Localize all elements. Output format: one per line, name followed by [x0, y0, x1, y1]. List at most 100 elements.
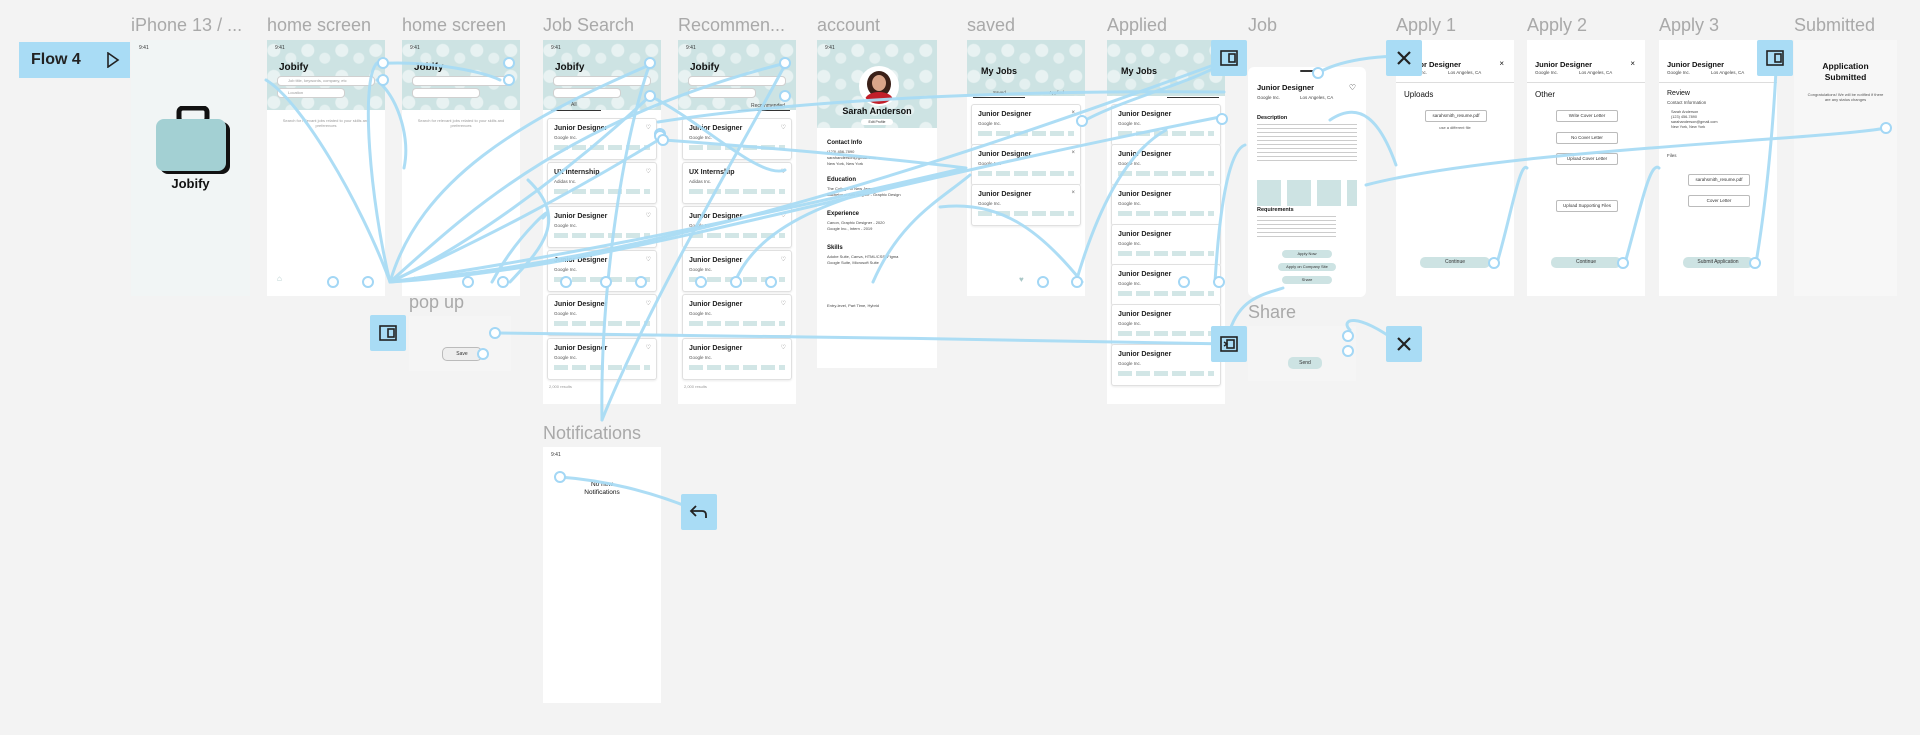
frame-submitted: Application Submitted Congratulations! W… [1794, 40, 1897, 296]
link-node[interactable] [1342, 330, 1354, 342]
link-node[interactable] [600, 276, 612, 288]
resume-file-button[interactable]: sarahsmith_resume.pdf [1688, 174, 1750, 186]
upload-cover-letter-button[interactable]: Upload Cover Letter [1556, 153, 1618, 165]
home2-search-input[interactable] [412, 76, 510, 86]
tab-recommended[interactable]: Recommended [751, 103, 785, 109]
link-node[interactable] [1312, 67, 1324, 79]
home-icon[interactable]: ⌂ [412, 274, 417, 283]
link-node[interactable] [779, 57, 791, 69]
link-node[interactable] [695, 276, 707, 288]
home-icon[interactable]: ⌂ [277, 274, 282, 283]
submit-application-button[interactable]: Submit Application [1683, 257, 1753, 268]
edit-profile-button[interactable]: Edit Profile [861, 119, 893, 125]
link-node[interactable] [1216, 113, 1228, 125]
popup-save-button[interactable]: Save [442, 347, 482, 361]
link-node[interactable] [377, 74, 389, 86]
link-node[interactable] [1076, 115, 1088, 127]
link-node[interactable] [644, 57, 656, 69]
link-node[interactable] [644, 90, 656, 102]
heart-nav-icon[interactable]: ♥ [1019, 275, 1024, 284]
search-location-input[interactable] [553, 88, 621, 98]
share-button[interactable]: Share [1282, 276, 1332, 284]
close-overlay-icon[interactable] [1386, 40, 1422, 76]
status-time: 9:41 [686, 45, 696, 51]
swap-overlay-icon[interactable] [1211, 326, 1247, 362]
link-node[interactable] [477, 348, 489, 360]
link-node[interactable] [779, 90, 791, 102]
cover-letter-button[interactable]: Cover Letter [1688, 195, 1750, 207]
continue-button[interactable]: Continue [1420, 257, 1490, 268]
link-node[interactable] [327, 276, 339, 288]
link-node[interactable] [730, 276, 742, 288]
home1-search-input[interactable]: Job title, keywords, company, etc [277, 76, 375, 86]
link-node[interactable] [1617, 257, 1629, 269]
link-node[interactable] [1749, 257, 1761, 269]
tab-saved[interactable]: Saved [993, 90, 1006, 95]
link-node[interactable] [635, 276, 647, 288]
link-node[interactable] [497, 276, 509, 288]
link-node[interactable] [657, 134, 669, 146]
apply-now-button[interactable]: Apply Now [1282, 250, 1332, 258]
open-overlay-icon[interactable] [370, 315, 406, 351]
write-cover-letter-button[interactable]: Write Cover Letter [1556, 110, 1618, 122]
link-node[interactable] [1342, 345, 1354, 357]
link-node[interactable] [489, 327, 501, 339]
link-node[interactable] [1488, 257, 1500, 269]
link-node[interactable] [1178, 276, 1190, 288]
tab-applied[interactable]: Applied [1049, 90, 1065, 95]
open-overlay-icon[interactable] [1211, 40, 1247, 76]
close-icon[interactable]: × [1499, 59, 1504, 68]
use-different-file-link[interactable]: use a different file [1439, 125, 1471, 130]
link-node[interactable] [503, 57, 515, 69]
heart-icon[interactable]: ♡ [1348, 83, 1356, 92]
flow-start-label[interactable]: Flow 4 [19, 42, 130, 78]
close-overlay-icon[interactable] [1386, 326, 1422, 362]
resume-file-button[interactable]: sarahsmith_resume.pdf [1425, 110, 1487, 122]
recommended-location-input[interactable] [688, 88, 756, 98]
apply-company-button[interactable]: Apply on Company Site [1278, 263, 1336, 271]
link-node[interactable] [1213, 276, 1225, 288]
back-icon[interactable] [681, 494, 717, 530]
link-node[interactable] [554, 471, 566, 483]
link-node[interactable] [1037, 276, 1049, 288]
open-overlay-icon[interactable] [1757, 40, 1793, 76]
link-node[interactable] [1880, 122, 1892, 134]
close-icon[interactable]: × [1630, 59, 1635, 68]
link-node[interactable] [1071, 276, 1083, 288]
tab-all[interactable]: All [571, 102, 577, 108]
link-node[interactable] [362, 276, 374, 288]
home1-location-input[interactable]: Location [277, 88, 345, 98]
send-button[interactable]: Send [1288, 357, 1322, 369]
link-node[interactable] [503, 74, 515, 86]
no-cover-letter-button[interactable]: No Cover Letter [1556, 132, 1618, 144]
recommended-search-input[interactable] [688, 76, 786, 86]
link-node[interactable] [560, 276, 572, 288]
link-node[interactable] [462, 276, 474, 288]
link-node[interactable] [377, 57, 389, 69]
continue-button[interactable]: Continue [1551, 257, 1621, 268]
upload-supporting-files-button[interactable]: Upload Supporting Files [1556, 200, 1618, 212]
link-node[interactable] [765, 276, 777, 288]
home2-location-input[interactable] [412, 88, 480, 98]
search-input[interactable] [553, 76, 651, 86]
